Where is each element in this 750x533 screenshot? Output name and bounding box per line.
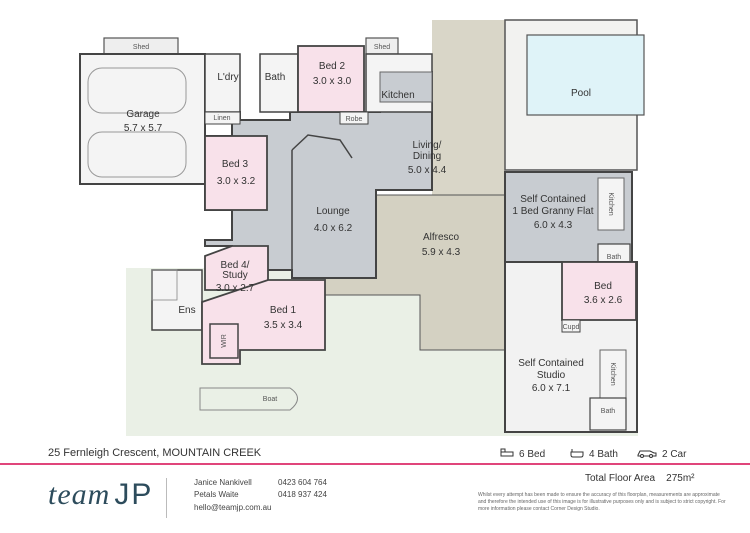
studio-kitchen	[599, 349, 627, 399]
beds-count: 6 Bed	[519, 449, 546, 460]
bath-icon	[570, 448, 584, 461]
garage-dims: 5.7 x 5.7	[124, 123, 163, 134]
bed4-name2: Study	[222, 270, 248, 281]
studio-name2: Studio	[537, 370, 566, 381]
studio-kitchen-label: Kitchen	[609, 362, 616, 385]
lounge-name: Lounge	[316, 206, 350, 217]
living-dims: 5.0 x 4.4	[408, 165, 447, 176]
wir	[209, 323, 239, 359]
lounge-wall-2	[291, 134, 353, 159]
agent1-name: Janice Nankivell	[194, 478, 252, 487]
cars-count: 2 Car	[662, 449, 687, 460]
bed4-dims: 3.0 x 2.7	[216, 283, 255, 294]
ens-shower	[151, 269, 178, 301]
agent2-name: Petals Waite	[194, 490, 239, 499]
bed-icon	[500, 448, 514, 461]
bed1-dims: 3.5 x 3.4	[264, 320, 303, 331]
bed3	[204, 135, 268, 211]
total-area-label: Total Floor Area	[585, 473, 656, 484]
laundry-name: L'dry	[217, 72, 238, 83]
linen	[204, 111, 241, 125]
granny-kitchen	[597, 177, 625, 231]
bed2-name: Bed 2	[319, 61, 346, 72]
agent2-phone[interactable]: 0418 937 424	[278, 490, 327, 499]
bed3-dims: 3.0 x 3.2	[217, 176, 256, 187]
bath	[259, 53, 299, 113]
garage-name: Garage	[126, 109, 160, 120]
bed1-name: Bed 1	[270, 305, 297, 316]
bed2-dims: 3.0 x 3.0	[313, 76, 352, 87]
living-name2: Dining	[413, 151, 441, 162]
shed2-label: Shed	[374, 44, 390, 51]
alfresco-dims: 5.9 x 4.3	[422, 247, 461, 258]
kitchen-name: Kitchen	[381, 90, 414, 101]
bed2	[297, 45, 365, 113]
baths-feature: 4 Bath	[570, 448, 618, 461]
beds-feature: 6 Bed	[500, 448, 545, 461]
pool-name: Pool	[571, 88, 591, 99]
team-jp-logo: team JP	[48, 478, 153, 512]
laundry	[204, 53, 241, 113]
property-address: 25 Fernleigh Crescent, MOUNTAIN CREEK	[48, 447, 262, 459]
bed-name: Bed	[594, 281, 612, 292]
cars-feature: 2 Car	[637, 448, 686, 461]
car-1	[87, 67, 187, 114]
linen-name: Linen	[213, 115, 230, 122]
car-2	[87, 131, 187, 178]
shed1-label: Shed	[133, 44, 149, 51]
cupd	[561, 319, 581, 333]
logo-jp: JP	[114, 478, 154, 511]
bed3-name: Bed 3	[222, 159, 249, 170]
robe	[339, 111, 369, 125]
studio-dims: 6.0 x 7.1	[532, 383, 571, 394]
agent1-phone[interactable]: 0423 604 764	[278, 478, 327, 487]
living-name1: Living/	[413, 140, 442, 151]
kitchen-bench	[379, 71, 433, 103]
pool	[526, 34, 645, 116]
logo-team: team	[48, 478, 111, 511]
boat-outline	[199, 387, 298, 411]
car-icon	[637, 448, 657, 461]
bed-dims: 3.6 x 2.6	[584, 295, 623, 306]
alfresco-name: Alfresco	[423, 232, 460, 243]
cupd-name: Cupd	[563, 324, 580, 331]
bed4-name1: Bed 4/	[221, 260, 250, 271]
bed4	[204, 245, 269, 291]
floorplan: Shed Shed Garage 5.7 x 5.7 L'dry Linen B…	[79, 19, 645, 436]
studio-bed	[561, 261, 637, 321]
boat-name: Boat	[263, 396, 277, 403]
granny-name1: Self Contained	[520, 194, 586, 205]
total-floor-area: Total Floor Area 275m²	[585, 473, 695, 484]
granny-dims: 6.0 x 4.3	[534, 220, 573, 231]
robe-name: Robe	[346, 116, 363, 123]
contact-email[interactable]: hello@teamjp.com.au	[194, 503, 272, 512]
lounge-dims: 4.0 x 6.2	[314, 223, 353, 234]
studio-bath-label: Bath	[601, 408, 616, 415]
granny-kitchen-label: Kitchen	[607, 192, 614, 215]
studio-bath	[589, 397, 627, 431]
studio-name1: Self Contained	[518, 358, 584, 369]
logo-divider	[166, 478, 167, 518]
disclaimer: Whilst every attempt has been made to en…	[478, 492, 726, 512]
baths-count: 4 Bath	[589, 449, 618, 460]
bath-name: Bath	[265, 72, 286, 83]
total-area-value: 275m²	[666, 473, 695, 484]
granny-bath-label: Bath	[607, 254, 622, 261]
wir-name: WIR	[221, 334, 228, 348]
granny-name2: 1 Bed Granny Flat	[512, 206, 593, 217]
ens-name: Ens	[178, 305, 195, 316]
accent-divider	[0, 463, 750, 465]
